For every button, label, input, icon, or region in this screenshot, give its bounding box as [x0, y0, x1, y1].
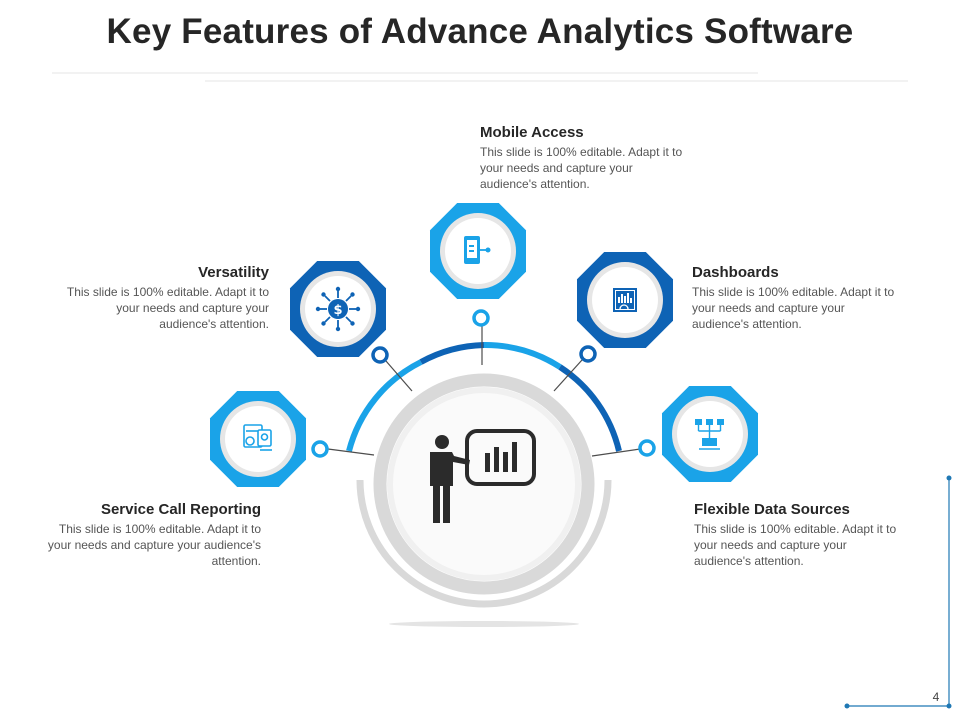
data-sources-icon [695, 419, 724, 450]
connector-ring-versatility [371, 346, 389, 364]
dashboard-icon [613, 288, 637, 312]
feature-dashboards: Dashboards This slide is 100% editable. … [692, 264, 898, 332]
connector-ring-dashboards [579, 345, 597, 363]
dollar-network-icon: $ [315, 286, 361, 332]
feature-description: This slide is 100% editable. Adapt it to… [47, 522, 261, 568]
connector-ring-mobile [472, 309, 490, 327]
feature-description: This slide is 100% editable. Adapt it to… [66, 285, 269, 331]
svg-text:$: $ [333, 303, 342, 318]
feature-title: Dashboards [692, 264, 779, 281]
connector-ring-service [311, 440, 329, 458]
feature-title: Versatility [198, 264, 269, 281]
page-number: 4 [932, 690, 940, 704]
feature-flexible-data-sources: Flexible Data Sources This slide is 100%… [694, 501, 900, 569]
report-icon [243, 424, 272, 451]
feature-versatility: Versatility This slide is 100% editable.… [60, 264, 269, 332]
slide-title: Key Features of Advance Analytics Softwa… [106, 12, 854, 51]
top-arc-light-right [483, 341, 562, 370]
feature-description: This slide is 100% editable. Adapt it to… [692, 285, 895, 331]
feature-description: This slide is 100% editable. Adapt it to… [480, 145, 683, 191]
presenter-chart-icon [430, 429, 536, 523]
connector-lines [327, 326, 641, 457]
outer-grey-arc [356, 479, 612, 608]
connector-ring-flexible [638, 439, 656, 457]
inner-grey-ring [373, 373, 595, 595]
center-shadow [389, 621, 579, 627]
feature-description: This slide is 100% editable. Adapt it to… [694, 522, 897, 568]
feature-service-call-reporting: Service Call Reporting This slide is 100… [40, 501, 261, 569]
top-arc-light-left [346, 359, 423, 452]
top-arc-dark-left [419, 342, 485, 365]
feature-title: Service Call Reporting [100, 501, 261, 518]
corner-decoration [844, 475, 952, 709]
feature-title: Flexible Data Sources [694, 501, 850, 518]
feature-mobile-access: Mobile Access This slide is 100% editabl… [480, 124, 684, 192]
mobile-icon [464, 236, 491, 264]
feature-title: Mobile Access [480, 124, 584, 141]
